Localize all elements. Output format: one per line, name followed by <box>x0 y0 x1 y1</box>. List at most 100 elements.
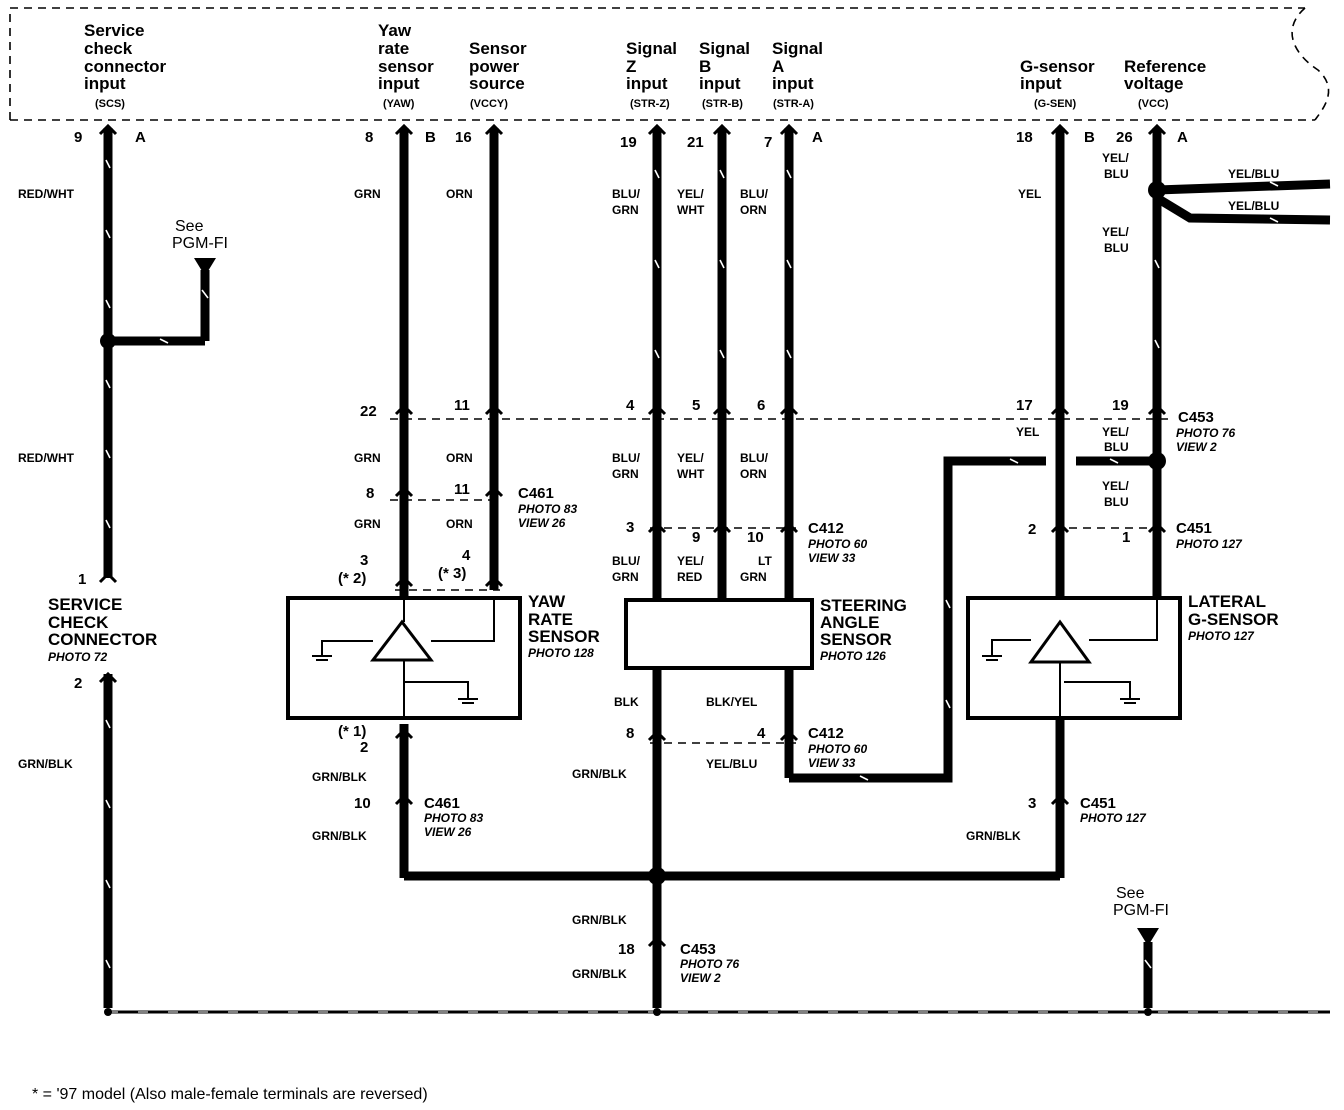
photo-ref: PHOTO 83 <box>424 811 483 825</box>
pin-number: 22 <box>360 403 377 420</box>
header-line: Signal <box>772 39 823 58</box>
header-line: Sensor <box>469 39 527 58</box>
component-name: RATE <box>528 610 573 629</box>
see-label: See <box>1116 885 1145 902</box>
wire-color: WHT <box>677 467 705 481</box>
wire-color-labels: RED/WHT RED/WHT GRN/BLK GRN GRN GRN ORN … <box>18 151 1279 981</box>
photo-ref: VIEW 2 <box>1176 440 1217 454</box>
header-line: sensor <box>378 57 434 76</box>
see-label: See <box>175 218 204 235</box>
see-pgm-fi-bottom: See PGM-FI <box>1113 885 1169 919</box>
component-name: LATERAL <box>1188 592 1266 611</box>
header-abbr: (STR-Z) <box>630 98 670 110</box>
connector-name: C451 <box>1176 520 1212 537</box>
ground-bus <box>104 867 1330 1016</box>
photo-ref: PHOTO 76 <box>1176 426 1235 440</box>
photo-ref: PHOTO 127 <box>1188 629 1255 643</box>
pin-number: 19 <box>1112 397 1129 414</box>
photo-ref: PHOTO 126 <box>820 649 886 663</box>
pin-number: 10 <box>354 795 371 812</box>
connector-labels: C453 PHOTO 76 VIEW 2 C461 PHOTO 83 VIEW … <box>424 409 1243 985</box>
pin-number: 16 <box>455 129 472 146</box>
ecu-pin-label-yaw: Yaw rate sensor input (YAW) <box>378 21 434 110</box>
pin-label: (* 2) <box>338 570 366 587</box>
wire-color: GRN <box>612 570 639 584</box>
wire-color: ORN <box>446 187 473 201</box>
ecu-pin-label-gsen: G-sensor input (G-SEN) <box>1020 57 1095 110</box>
pin-number: 17 <box>1016 397 1033 414</box>
connector-letter: B <box>425 129 436 146</box>
pin-number: 4 <box>626 397 635 414</box>
pin-number: 18 <box>1016 129 1033 146</box>
wire-color: ORN <box>446 451 473 465</box>
photo-ref: PHOTO 76 <box>680 957 739 971</box>
wire-color: GRN <box>612 467 639 481</box>
photo-ref: PHOTO 127 <box>1176 537 1243 551</box>
wire-color: WHT <box>677 203 705 217</box>
header-line: rate <box>378 39 409 58</box>
component-name: CONNECTOR <box>48 630 157 649</box>
wire-color: GRN/BLK <box>312 770 367 784</box>
pin-number: 11 <box>454 397 470 414</box>
connector-letter: A <box>135 129 146 146</box>
component-labels: SERVICE CHECK CONNECTOR PHOTO 72 YAW RAT… <box>48 592 1279 664</box>
header-line: input <box>1020 74 1062 93</box>
header-line: G-sensor <box>1020 57 1095 76</box>
photo-ref: PHOTO 60 <box>808 537 867 551</box>
wire-scs <box>100 128 216 1008</box>
pin-number: 3 <box>360 552 368 569</box>
wire-color: YEL/ <box>677 451 704 465</box>
wire-color: GRN/BLK <box>18 757 73 771</box>
wire-color: RED <box>677 570 703 584</box>
pin-number: 19 <box>620 134 637 151</box>
component-name: CHECK <box>48 613 109 632</box>
ecu-pin-numbers: 9 A 8 B 16 19 21 7 A 18 B 26 A <box>74 129 1188 151</box>
wire-color: BLU <box>1104 167 1129 181</box>
wire-color: YEL/ <box>1102 479 1129 493</box>
wire-color: BLU/ <box>612 187 641 201</box>
pin-number: 2 <box>1028 521 1036 538</box>
wire-color: YEL/ <box>1102 425 1129 439</box>
photo-ref: PHOTO 127 <box>1080 811 1147 825</box>
splice-point <box>1148 452 1166 470</box>
wire-color: BLU <box>1104 241 1129 255</box>
wire-color: YEL/BLU <box>706 757 757 771</box>
wire-color: BLU <box>1104 495 1129 509</box>
connector-letter: A <box>812 129 823 146</box>
header-abbr: (SCS) <box>95 98 125 110</box>
ecu-pin-label-scs: Service check connector input (SCS) <box>84 21 167 110</box>
ecu-pin-label-vcc: Reference voltage (VCC) <box>1124 57 1206 110</box>
wire-color: GRN <box>612 203 639 217</box>
photo-ref: VIEW 26 <box>518 516 566 530</box>
wire-color: GRN/BLK <box>966 829 1021 843</box>
wire-vcc <box>1076 128 1331 596</box>
header-abbr: (VCC) <box>1138 98 1169 110</box>
wire-color: GRN/BLK <box>572 967 627 981</box>
header-line: B <box>699 57 711 76</box>
connector-name: C412 <box>808 520 844 537</box>
pin-number: 8 <box>626 725 634 742</box>
splice-point <box>648 867 666 885</box>
wire-color: YEL/ <box>1102 225 1129 239</box>
pin-number: 21 <box>687 134 704 151</box>
wire-color: BLU/ <box>740 451 769 465</box>
header-line: Reference <box>1124 57 1206 76</box>
header-line: input <box>626 74 668 93</box>
connector-letter: B <box>1084 129 1095 146</box>
wire-color: BLU/ <box>740 187 769 201</box>
wire-color: YEL/ <box>677 187 704 201</box>
pin-label: (* 1) <box>338 723 366 740</box>
pin-number: 4 <box>757 725 766 742</box>
header-abbr: (STR-B) <box>702 98 743 110</box>
pin-number: 8 <box>365 129 373 146</box>
header-abbr: (YAW) <box>383 98 415 110</box>
header-line: input <box>84 74 126 93</box>
wire-color: GRN/BLK <box>312 829 367 843</box>
connector-pin-numbers: 22 11 4 5 6 17 19 8 11 3 (* 2) 4 (* 3) (… <box>74 397 1130 958</box>
header-line: input <box>378 74 420 93</box>
wire-color: BLK/YEL <box>706 695 757 709</box>
wire-color: LT <box>758 554 772 568</box>
photo-ref: VIEW 26 <box>424 825 472 839</box>
wire-color: ORN <box>740 467 767 481</box>
